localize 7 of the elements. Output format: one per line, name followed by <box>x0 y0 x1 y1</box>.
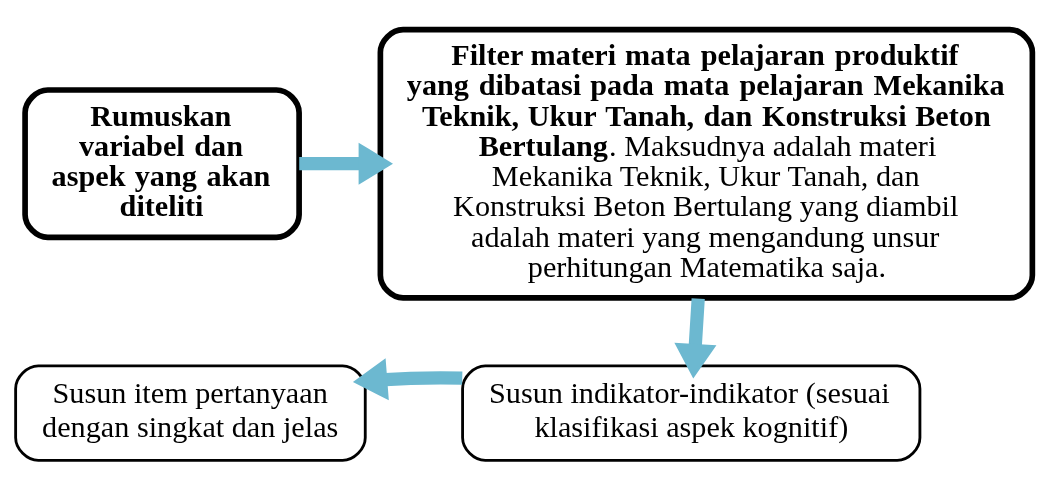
node-box: Filter materi mata pelajaran produktif yang dibatasi pada mata pelajaran Mekanika Teknik, Ukur Tanah, dan Konstruksi Beton Bertulang. Maksudnya adalah materi Mekanika Teknik, Ukur Tanah, dan Konstruksi Beton Bertulang yang diambil adalah materi yang mengandung unsur perhitungan Matematika saja. <box>377 26 1036 301</box>
arrow <box>674 298 717 379</box>
node-box: Rumuskan variabel dan aspek yang akan diteliti <box>22 87 302 241</box>
node-box: Susun item pertanyaan dengan singkat dan jelas <box>14 364 367 462</box>
node-box: Susun indikator-indikator (sesuai klasifikasi aspek kognitif) <box>461 364 922 462</box>
arrow <box>352 358 463 401</box>
arrow <box>299 142 393 185</box>
